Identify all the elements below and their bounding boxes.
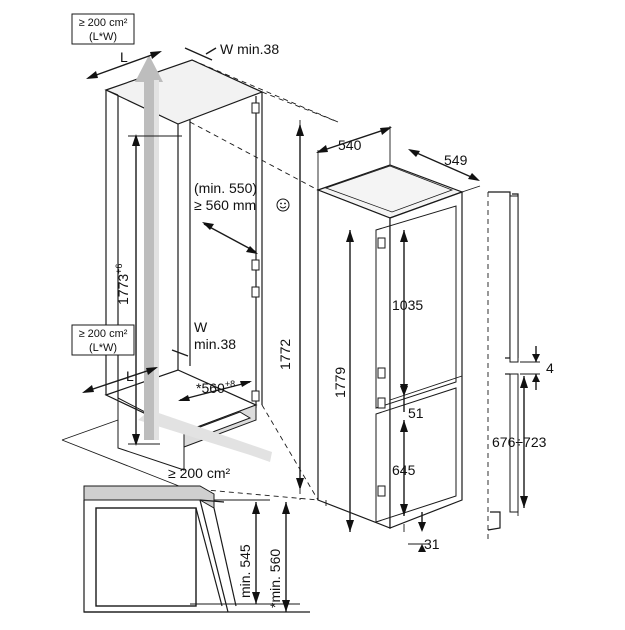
- gap-4-label: 4: [546, 360, 554, 376]
- l-mid-label: L: [126, 368, 134, 384]
- section-detail: [83, 485, 310, 613]
- dim-width-540: 540: [316, 126, 392, 190]
- min-38-label: min.38: [194, 336, 236, 352]
- l-top-label: L: [120, 49, 128, 65]
- dim-door-height: 676÷723: [492, 376, 547, 508]
- dim-depth-549: 549: [408, 149, 481, 193]
- h-1035-label: 1035: [392, 297, 423, 313]
- bottom-vent-label: ≥ 200 cm²: [168, 465, 230, 481]
- dim-w-top: W min.38: [184, 41, 279, 61]
- h-31-label: 31: [424, 536, 440, 552]
- dim-height-1035: 1035: [392, 230, 423, 396]
- niche-top: [104, 59, 264, 125]
- ge-560-label: ≥ 560 mm: [194, 197, 256, 213]
- h-1772-label: 1772: [277, 339, 293, 370]
- dim-min-545: min. 545: [214, 499, 270, 604]
- area-mid-line1: ≥ 200 cm²: [79, 328, 128, 340]
- dim-depth-560: (min. 550) ≥ 560 mm: [194, 180, 290, 254]
- dim-min-560: *min. 560: [267, 502, 290, 612]
- min-550-label: (min. 550): [194, 180, 257, 196]
- vent-area-top: ≥ 200 cm² (L*W): [71, 13, 135, 45]
- depth-560-plus-label: *560+8: [196, 379, 235, 396]
- door-676-723-label: 676÷723: [492, 434, 547, 450]
- width-540-label: 540: [338, 137, 362, 153]
- dim-gap-4: 4: [520, 346, 554, 390]
- h-51-label: 51: [408, 405, 424, 421]
- dim-niche-height: 1773+6: [114, 134, 182, 446]
- area-top-line2: (L*W): [89, 31, 117, 43]
- dim-gap-51: 51: [400, 386, 424, 421]
- area-top-line1: ≥ 200 cm²: [79, 17, 128, 29]
- depth-549-label: 549: [444, 152, 468, 168]
- dim-depth-560-plus: *560+8: [178, 379, 252, 401]
- dim-w-mid: W min.38: [171, 319, 236, 357]
- area-mid-line2: (L*W): [89, 342, 117, 354]
- vent-area-mid: ≥ 200 cm² (L*W): [71, 324, 135, 356]
- min-545-label: min. 545: [237, 544, 253, 598]
- w-min-top-label: W min.38: [220, 41, 279, 57]
- min-560-label: *min. 560: [267, 549, 283, 608]
- dim-height-1779: 1779: [332, 230, 354, 532]
- fridge-body: [316, 164, 464, 532]
- dim-l-top: L: [86, 49, 162, 79]
- h-1779-label: 1779: [332, 367, 348, 398]
- dim-height-1772: 1772: [277, 124, 304, 490]
- door-panels: [487, 191, 519, 540]
- dim-height-645: 645: [392, 420, 416, 516]
- h-645-label: 645: [392, 462, 416, 478]
- airflow-arrow: [135, 55, 272, 462]
- dim-l-mid: L: [82, 367, 158, 393]
- w-mid-label: W: [194, 319, 208, 335]
- smiley-icon: [276, 198, 290, 212]
- niche-height-label: 1773+6: [114, 264, 131, 305]
- dim-base-31: 31: [408, 512, 440, 552]
